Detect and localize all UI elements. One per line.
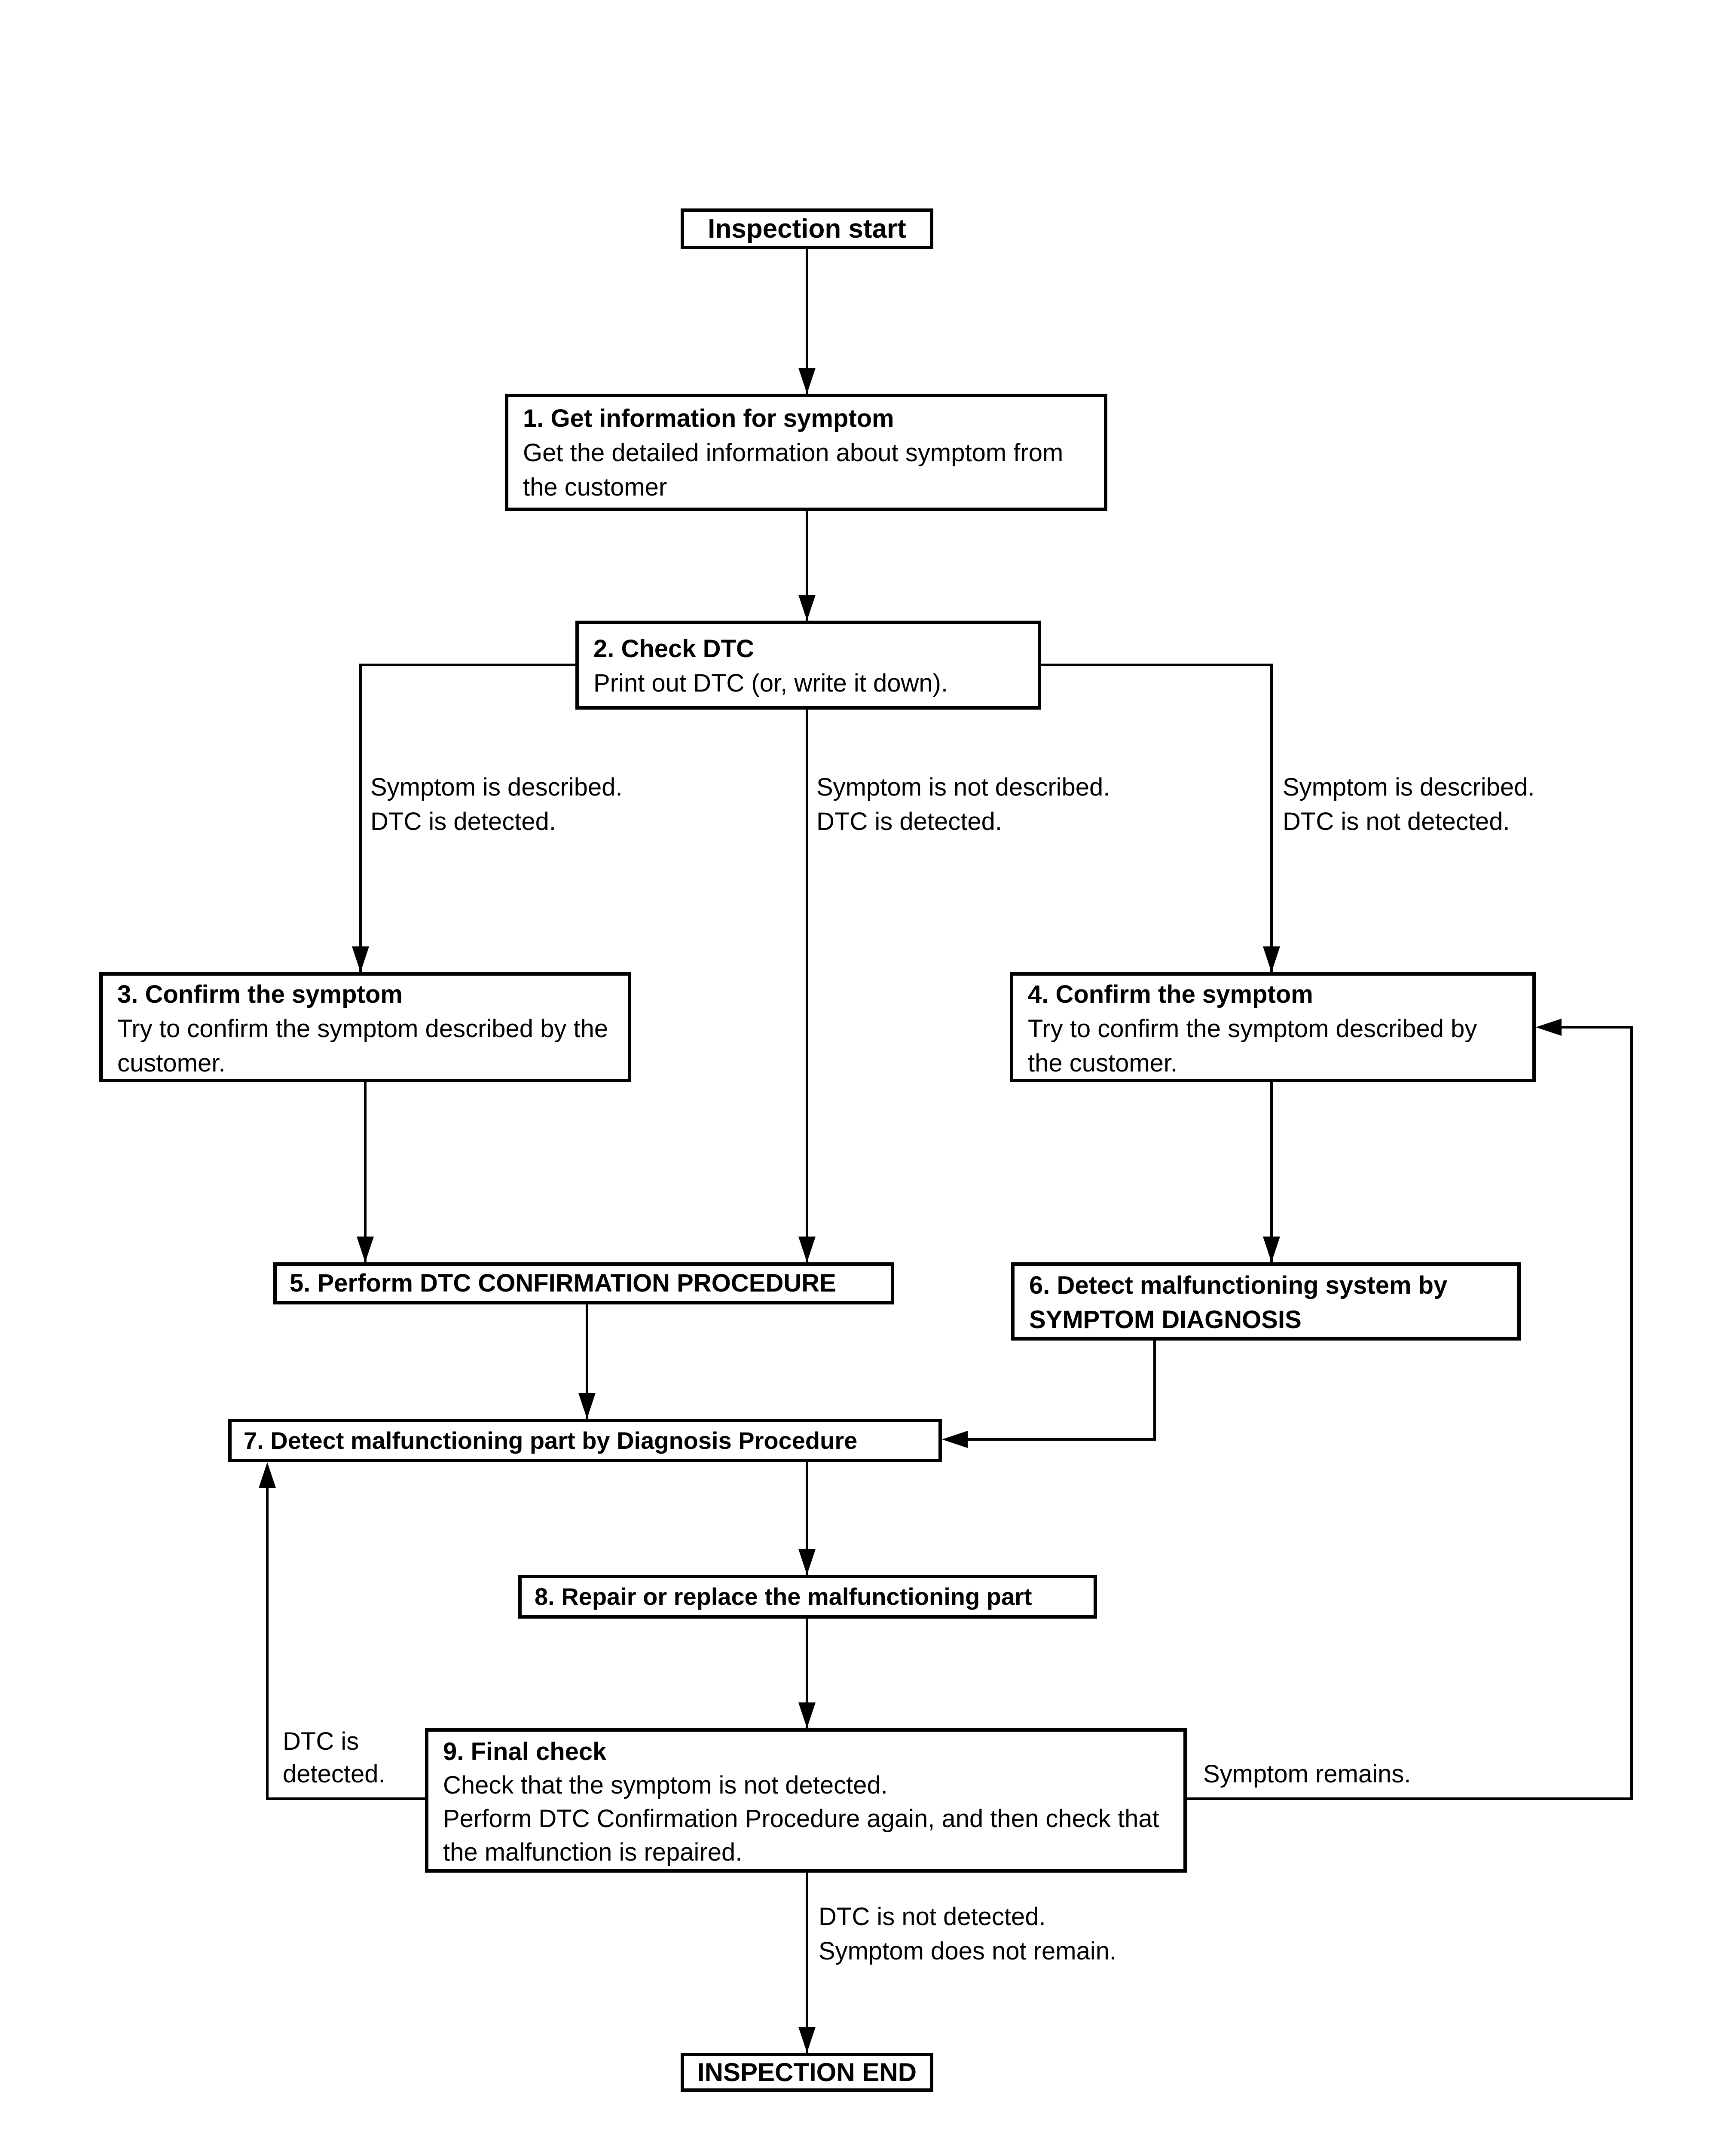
edge-start-to-step1 [806, 248, 808, 394]
arrowhead-step2-to-step4 [1263, 946, 1280, 972]
edge-step4-to-step6 [1270, 1082, 1273, 1262]
edge-step8-to-step9 [806, 1619, 808, 1728]
arrowhead-step3-to-step5 [357, 1237, 374, 1262]
arrowhead-step4-to-step6 [1263, 1237, 1280, 1262]
node-body: Try to confirm the symptom described by … [117, 1015, 608, 1077]
node-label: INSPECTION END [697, 2057, 917, 2087]
arrowhead-step8-to-step9 [798, 1702, 816, 1728]
node-title: 8. Repair or replace the malfunctioning … [535, 1583, 1032, 1610]
edge-step2-to-step4-h [1041, 664, 1273, 666]
label-line: DTC is detected. [816, 808, 1002, 836]
node-body-line1: Check that the symptom is not detected. [443, 1771, 888, 1799]
node-title: 3. Confirm the symptom [117, 980, 403, 1008]
node-body: Try to confirm the symptom described by … [1028, 1015, 1477, 1077]
label-line: DTC is detected. [370, 808, 556, 836]
label-middle-branch: Symptom is not described. DTC is detecte… [816, 770, 1110, 839]
node-title: 6. Detect malfunctioning system by SYMPT… [1029, 1271, 1448, 1334]
node-body: Get the detailed information about sympt… [523, 439, 1064, 501]
edge-step9-to-step4-v [1630, 1026, 1633, 1800]
edge-step6-to-step7-v [1153, 1341, 1156, 1441]
node-title: 7. Detect malfunctioning part by Diagnos… [244, 1427, 858, 1454]
arrowhead-step9-to-step7 [259, 1462, 276, 1488]
edge-step3-to-step5 [364, 1082, 367, 1262]
label-line: DTC is [283, 1727, 359, 1755]
edge-step2-to-step5-v [806, 710, 808, 1262]
label-loop-dtc-detected: DTC is detected. [283, 1725, 385, 1791]
label-line: DTC is not detected. [1283, 808, 1510, 836]
node-body: Print out DTC (or, write it down). [593, 669, 948, 697]
node-label: Inspection start [708, 214, 906, 244]
edge-step5-to-step7 [586, 1304, 588, 1419]
edge-step9-to-step7-v [266, 1479, 269, 1800]
label-line: Symptom is described. [370, 773, 623, 801]
label-to-end: DTC is not detected. Symptom does not re… [819, 1900, 1116, 1968]
arrowhead-step2-to-step3 [352, 946, 369, 972]
node-title: 5. Perform DTC CONFIRMATION PROCEDURE [290, 1269, 836, 1297]
edge-step2-to-step3-v [359, 664, 362, 972]
label-line: Symptom is described. [1283, 773, 1535, 801]
label-line: detected. [283, 1760, 385, 1788]
arrowhead-step9-to-end [798, 2027, 816, 2053]
label-right-branch: Symptom is described. DTC is not detecte… [1283, 770, 1535, 839]
node-step4: 4. Confirm the symptom Try to confirm th… [1010, 972, 1536, 1082]
label-loop-symptom-remains: Symptom remains. [1203, 1757, 1411, 1791]
node-step8: 8. Repair or replace the malfunctioning … [518, 1575, 1097, 1619]
node-step6: 6. Detect malfunctioning system by SYMPT… [1011, 1262, 1521, 1341]
label-line: DTC is not detected. [819, 1903, 1046, 1931]
node-inspection-start: Inspection start [681, 208, 933, 249]
edge-step9-to-step4-h1 [1187, 1797, 1633, 1800]
edge-step9-to-end [806, 1873, 808, 2053]
edge-step6-to-step7-h [955, 1438, 1156, 1441]
edge-step9-to-step7-h [266, 1797, 425, 1800]
edge-step1-to-step2 [806, 511, 808, 621]
edge-step2-to-step3-h [361, 664, 575, 666]
node-title: 1. Get information for symptom [523, 404, 894, 432]
node-step2: 2. Check DTC Print out DTC (or, write it… [575, 621, 1041, 710]
arrowhead-step2-to-step5 [798, 1237, 816, 1262]
node-step7: 7. Detect malfunctioning part by Diagnos… [228, 1419, 942, 1462]
node-step3: 3. Confirm the symptom Try to confirm th… [99, 972, 631, 1082]
node-title: 4. Confirm the symptom [1028, 980, 1313, 1008]
edge-step2-to-step4-v [1270, 664, 1273, 972]
node-step1: 1. Get information for symptom Get the d… [505, 394, 1107, 511]
edge-step9-to-step4-h2 [1562, 1026, 1633, 1029]
arrowhead-step7-to-step8 [798, 1549, 816, 1575]
label-left-branch: Symptom is described. DTC is detected. [370, 770, 623, 839]
label-line: Symptom does not remain. [819, 1937, 1117, 1965]
arrowhead-step5-to-step7 [578, 1393, 596, 1419]
arrowhead-step9-to-step4 [1536, 1019, 1562, 1036]
node-step9: 9. Final check Check that the symptom is… [425, 1728, 1187, 1873]
arrowhead-step1-to-step2 [798, 595, 816, 621]
node-title: 2. Check DTC [593, 635, 754, 663]
arrowhead-start-to-step1 [798, 368, 816, 394]
node-step5: 5. Perform DTC CONFIRMATION PROCEDURE [273, 1262, 894, 1304]
label-line: Symptom remains. [1203, 1760, 1411, 1788]
node-body-line2: Perform DTC Confirmation Procedure again… [443, 1805, 1159, 1866]
arrowhead-step6-to-step7 [942, 1431, 968, 1448]
edge-step7-to-step8 [806, 1462, 808, 1575]
node-inspection-end: INSPECTION END [681, 2053, 933, 2092]
label-line: Symptom is not described. [816, 773, 1110, 801]
node-title: 9. Final check [443, 1738, 607, 1766]
